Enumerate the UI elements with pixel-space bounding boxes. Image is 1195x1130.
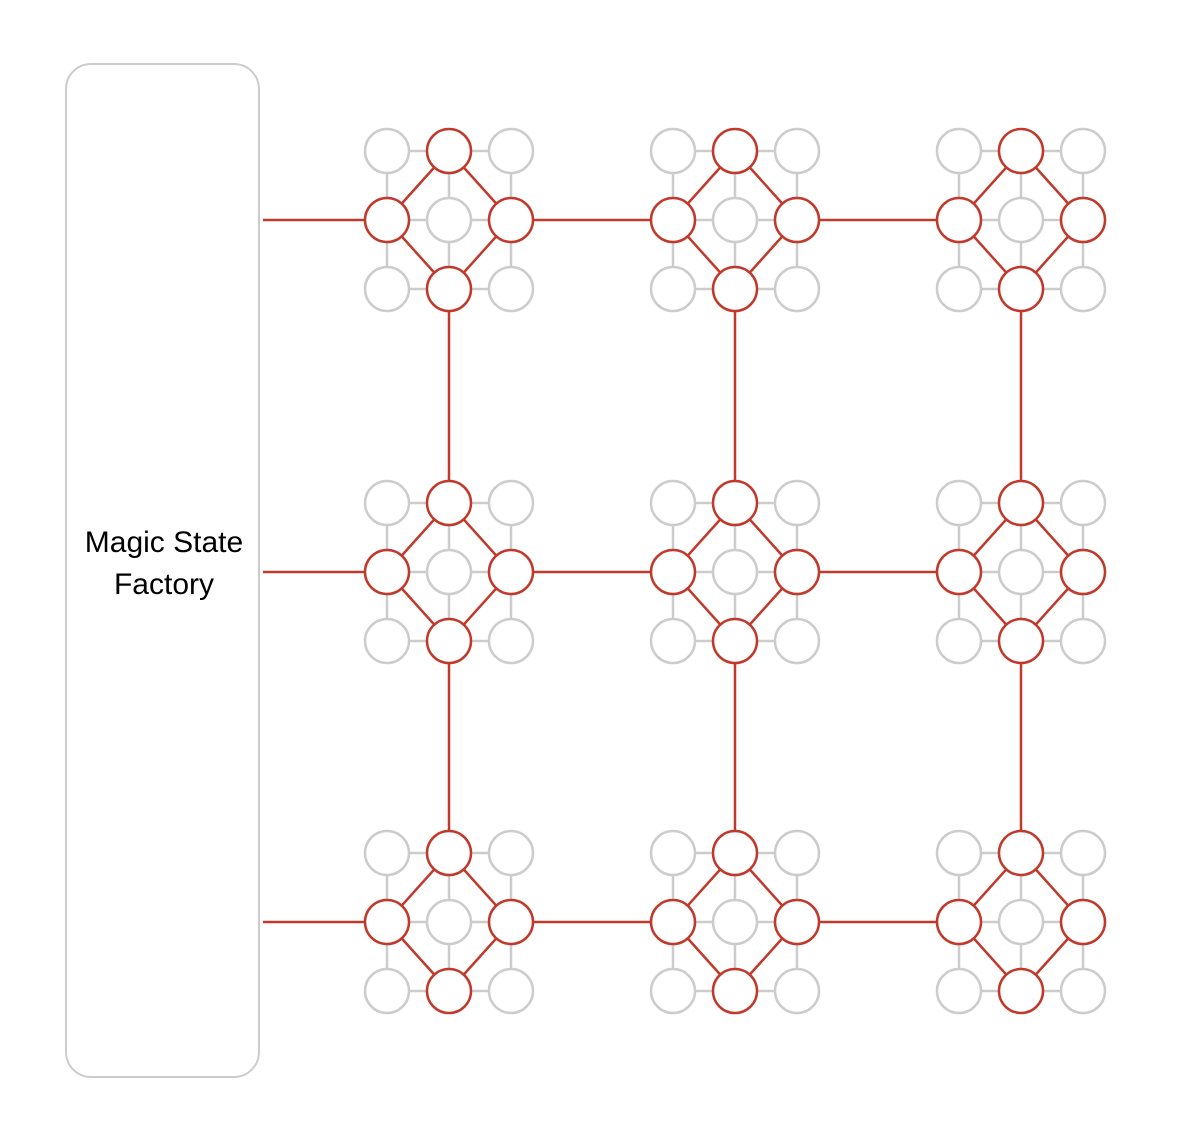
- active-qubit-node: [649, 196, 697, 244]
- active-qubit-node: [487, 196, 535, 244]
- active-qubit-node: [935, 548, 983, 596]
- active-qubit-node: [487, 898, 535, 946]
- active-qubit-node: [487, 548, 535, 596]
- active-qubit-node: [935, 898, 983, 946]
- active-qubit-node: [997, 265, 1045, 313]
- active-qubit-node: [711, 265, 759, 313]
- active-qubit-node: [425, 967, 473, 1015]
- inactive-qubit-node: [363, 479, 411, 527]
- inactive-qubit-node: [649, 479, 697, 527]
- active-qubit-node: [773, 898, 821, 946]
- active-qubit-node: [997, 967, 1045, 1015]
- inactive-qubit-node: [649, 127, 697, 175]
- inactive-qubit-node: [711, 898, 759, 946]
- inactive-qubit-node: [487, 967, 535, 1015]
- active-qubit-node: [711, 829, 759, 877]
- inactive-qubit-node: [363, 829, 411, 877]
- active-qubit-node: [997, 617, 1045, 665]
- inactive-qubit-node: [997, 196, 1045, 244]
- inactive-qubit-node: [363, 127, 411, 175]
- active-qubit-node: [711, 967, 759, 1015]
- inactive-qubit-node: [487, 617, 535, 665]
- inactive-qubit-node: [997, 898, 1045, 946]
- inactive-qubit-node: [425, 548, 473, 596]
- active-qubit-node: [425, 479, 473, 527]
- inactive-qubit-node: [487, 127, 535, 175]
- active-qubit-node: [649, 548, 697, 596]
- active-qubit-node: [363, 548, 411, 596]
- magic-state-factory-label: Magic State Factory: [65, 522, 263, 606]
- active-qubit-node: [363, 898, 411, 946]
- magic-state-factory-box: [65, 63, 260, 1078]
- inactive-qubit-node: [487, 265, 535, 313]
- active-qubit-node: [425, 265, 473, 313]
- active-qubit-node: [997, 829, 1045, 877]
- inactive-qubit-node: [935, 967, 983, 1015]
- inactive-qubit-node: [1059, 479, 1107, 527]
- active-qubit-node: [997, 479, 1045, 527]
- inactive-qubit-node: [935, 479, 983, 527]
- inactive-qubit-node: [425, 898, 473, 946]
- inactive-qubit-node: [1059, 829, 1107, 877]
- active-qubit-node: [1059, 898, 1107, 946]
- inactive-qubit-node: [649, 265, 697, 313]
- inactive-qubit-node: [1059, 127, 1107, 175]
- inactive-qubit-node: [935, 829, 983, 877]
- inactive-qubit-node: [773, 617, 821, 665]
- inactive-qubit-node: [649, 967, 697, 1015]
- inactive-qubit-node: [1059, 617, 1107, 665]
- active-qubit-node: [649, 898, 697, 946]
- inactive-qubit-node: [711, 196, 759, 244]
- inactive-qubit-node: [425, 196, 473, 244]
- inactive-qubit-node: [487, 829, 535, 877]
- active-qubit-node: [363, 196, 411, 244]
- factory-label-line2: Factory: [113, 568, 215, 601]
- active-qubit-node: [1059, 196, 1107, 244]
- inactive-qubit-node: [363, 617, 411, 665]
- inactive-qubit-node: [649, 829, 697, 877]
- active-qubit-node: [1059, 548, 1107, 596]
- active-qubit-node: [425, 617, 473, 665]
- inactive-qubit-node: [935, 265, 983, 313]
- inactive-qubit-node: [773, 479, 821, 527]
- inactive-qubit-node: [487, 479, 535, 527]
- inactive-qubit-node: [773, 829, 821, 877]
- inactive-qubit-node: [773, 265, 821, 313]
- active-qubit-node: [773, 196, 821, 244]
- active-qubit-node: [711, 479, 759, 527]
- active-qubit-node: [425, 829, 473, 877]
- inactive-qubit-node: [649, 617, 697, 665]
- inactive-qubit-node: [935, 127, 983, 175]
- inactive-qubit-node: [997, 548, 1045, 596]
- active-qubit-node: [773, 548, 821, 596]
- inactive-qubit-node: [1059, 265, 1107, 313]
- active-qubit-node: [711, 127, 759, 175]
- active-qubit-node: [425, 127, 473, 175]
- active-qubit-node: [711, 617, 759, 665]
- inactive-qubit-node: [1059, 967, 1107, 1015]
- inactive-qubit-node: [935, 617, 983, 665]
- inactive-qubit-node: [773, 127, 821, 175]
- inactive-qubit-node: [363, 265, 411, 313]
- active-qubit-node: [997, 127, 1045, 175]
- active-qubit-node: [935, 196, 983, 244]
- inactive-qubit-node: [363, 967, 411, 1015]
- inactive-qubit-node: [773, 967, 821, 1015]
- factory-label-line1: Magic State: [84, 526, 244, 559]
- inactive-qubit-node: [711, 548, 759, 596]
